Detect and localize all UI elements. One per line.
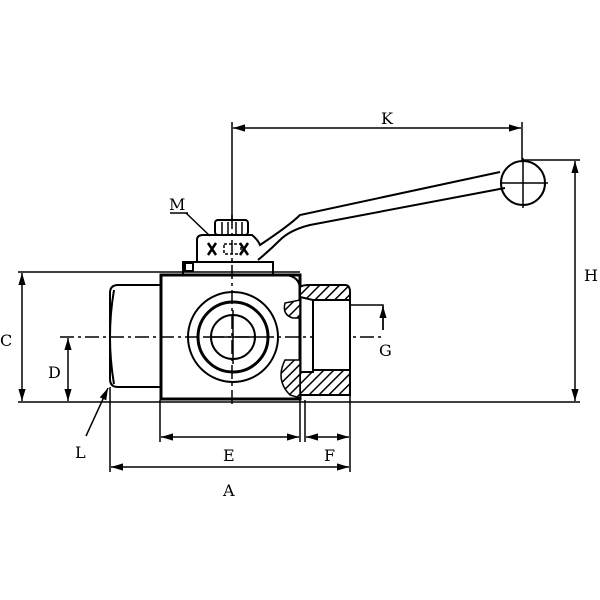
handle-assembly — [182, 158, 548, 276]
label-L: L — [75, 443, 86, 462]
label-A: A — [222, 481, 235, 500]
label-K: K — [381, 109, 394, 128]
label-F: F — [324, 446, 335, 465]
dimension-lines — [18, 124, 579, 471]
extension-lines — [18, 122, 580, 472]
label-D: D — [48, 363, 61, 382]
label-G: G — [379, 341, 392, 360]
label-H: H — [584, 266, 598, 285]
label-E: E — [223, 446, 235, 465]
label-M: M — [169, 195, 185, 214]
right-port-fitting — [280, 284, 351, 400]
label-C: C — [0, 331, 12, 350]
